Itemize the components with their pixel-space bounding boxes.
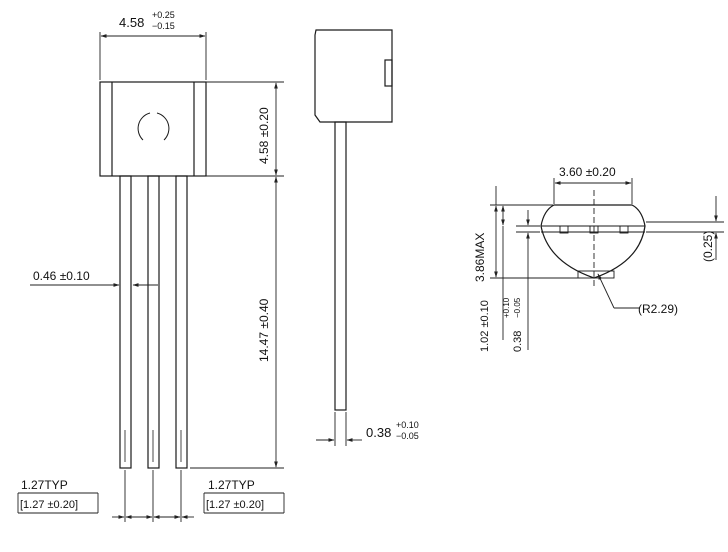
bottom-gap-label: (0.25) — [701, 231, 715, 262]
pitch-left-tol: [1.27 ±0.20] — [20, 499, 78, 511]
side-lead-thickness-value: 0.38 — [366, 425, 391, 440]
side-lead-thickness-tol-upper: +0.10 — [396, 420, 419, 430]
bottom-view — [540, 204, 646, 279]
bottom-dimensions — [490, 178, 724, 350]
body-width-tol-lower: −0.15 — [152, 21, 175, 31]
ejector-mark-icon — [137, 112, 170, 141]
side-lead — [334, 121, 347, 411]
front-dimensions — [17, 32, 285, 522]
side-lead-thickness-tol-lower: −0.05 — [396, 431, 419, 441]
bottom-pin-right — [619, 225, 629, 234]
side-view — [314, 29, 393, 411]
bottom-outline — [540, 204, 646, 279]
bottom-height-max-label: 3.86MAX — [473, 233, 487, 282]
lead-middle — [147, 175, 160, 469]
bottom-width-label: 3.60 ±0.20 — [559, 165, 616, 179]
pitch-right-tol: [1.27 ±0.20] — [206, 499, 264, 511]
bottom-offset-label: 1.02 ±0.10 — [479, 300, 491, 352]
lead-length-label: 14.47 ±0.40 — [257, 298, 271, 362]
body-width-tol-upper: +0.25 — [152, 10, 175, 20]
lead-right — [175, 175, 188, 469]
bottom-flat — [577, 270, 615, 279]
lead-left — [119, 175, 132, 469]
front-view — [99, 81, 207, 469]
bottom-pin-left — [559, 225, 569, 234]
side-dimensions — [316, 412, 362, 446]
body-width-value: 4.58 — [119, 15, 144, 30]
bottom-lead-thickness-tol-upper: +0.10 — [502, 297, 511, 318]
bottom-lead-thickness-tol-lower: −0.05 — [513, 297, 522, 318]
bottom-radius-label: (R2.29) — [638, 302, 678, 316]
pitch-right-typ: 1.27TYP — [208, 478, 255, 492]
side-body — [314, 29, 393, 123]
lead-width-label: 0.46 ±0.10 — [33, 269, 90, 283]
bottom-lead-thickness-value: 0.38 — [512, 331, 524, 352]
side-tab — [384, 59, 393, 87]
pitch-left-typ: 1.27TYP — [21, 478, 68, 492]
package-body — [99, 81, 207, 177]
body-height-label: 4.58 ±0.20 — [257, 107, 271, 164]
